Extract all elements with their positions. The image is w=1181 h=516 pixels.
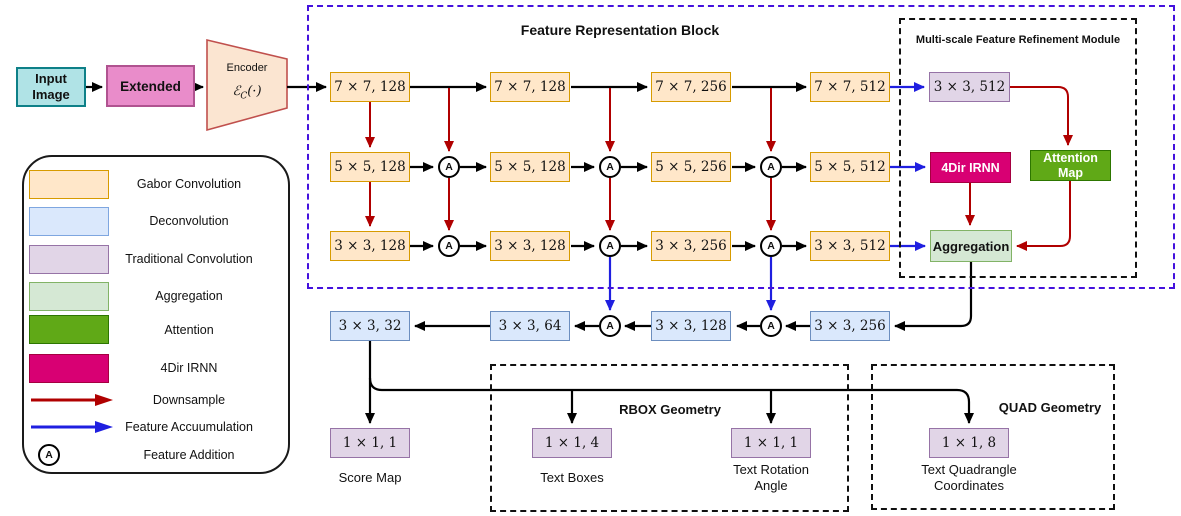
gabor-swatch <box>29 170 109 199</box>
legend-aggregation-label: Aggregation <box>155 289 223 303</box>
text-boxes-conv-box: 1 × 1, 4 <box>532 428 612 458</box>
encoder-trapezoid <box>206 38 288 132</box>
irnn-swatch <box>29 354 109 383</box>
legend: Gabor Convolution Deconvolution Traditio… <box>22 155 290 474</box>
gabor-conv-box: 3 × 3, 512 <box>810 231 890 261</box>
traditional-conv-swatch <box>29 245 109 274</box>
legend-addition-label: Feature Addition <box>143 448 235 462</box>
legend-deconvolution-label: Deconvolution <box>149 214 229 228</box>
feature-addition-node: A <box>438 235 460 257</box>
attention-map-box: Attention Map <box>1030 150 1111 181</box>
quad-geometry-outline <box>871 364 1115 510</box>
feature-addition-node: A <box>760 315 782 337</box>
gabor-conv-box: 5 × 5, 128 <box>490 152 570 182</box>
feature-addition-node: A <box>760 156 782 178</box>
quad-coords-conv-box: 1 × 1, 8 <box>929 428 1009 458</box>
aggregation-box: Aggregation <box>930 230 1012 262</box>
deconv-box: 3 × 3, 32 <box>330 311 410 341</box>
feature-accumulation-arrow-icon <box>31 421 113 433</box>
gabor-conv-box: 7 × 7, 512 <box>810 72 890 102</box>
4dir-irnn-box: 4Dir IRNN <box>930 152 1011 183</box>
gabor-conv-box: 7 × 7, 128 <box>330 72 410 102</box>
legend-accumulation-label: Feature Accuumulation <box>125 420 253 434</box>
deconv-box: 3 × 3, 128 <box>651 311 731 341</box>
gabor-conv-box: 5 × 5, 128 <box>330 152 410 182</box>
black-flow-arrows <box>86 82 974 424</box>
feature-addition-node: A <box>599 235 621 257</box>
gabor-conv-box: 5 × 5, 256 <box>651 152 731 182</box>
legend-gabor-label: Gabor Convolution <box>136 177 242 191</box>
deconv-box: 3 × 3, 256 <box>810 311 890 341</box>
frb-title: Feature Representation Block <box>520 22 720 38</box>
gabor-conv-box: 3 × 3, 128 <box>490 231 570 261</box>
encoder-math-symbol: ℰ <box>232 84 241 99</box>
encoder-math-args: (·) <box>247 84 262 99</box>
feature-accumulation-arrows <box>605 82 926 311</box>
traditional-conv-box: 3 × 3, 512 <box>929 72 1010 102</box>
rbox-geometry-title: RBOX Geometry <box>619 402 721 417</box>
downsample-arrow-icon <box>31 394 113 406</box>
aggregation-swatch <box>29 282 109 311</box>
feature-representation-block-outline <box>307 5 1175 289</box>
feature-addition-node: A <box>599 156 621 178</box>
rotation-angle-label: Text Rotation Angle <box>733 462 809 494</box>
extended-box: Extended <box>106 65 195 107</box>
gabor-conv-box: 3 × 3, 256 <box>651 231 731 261</box>
encoder-math: ℰC(·) <box>212 84 282 102</box>
feature-addition-node: A <box>599 315 621 337</box>
deconvolution-swatch <box>29 207 109 236</box>
legend-attention-label: Attention <box>164 323 214 337</box>
input-image-box: Input Image <box>16 67 86 107</box>
rotation-angle-conv-box: 1 × 1, 1 <box>731 428 811 458</box>
refinement-module-outline <box>899 18 1137 278</box>
gabor-conv-box: 5 × 5, 512 <box>810 152 890 182</box>
gabor-conv-box: 7 × 7, 256 <box>651 72 731 102</box>
quad-geometry-title: QUAD Geometry <box>998 400 1102 415</box>
feature-addition-icon: A <box>38 444 60 466</box>
encoder-label: Encoder <box>226 62 268 74</box>
text-boxes-label: Text Boxes <box>540 470 604 485</box>
attention-swatch <box>29 315 109 344</box>
legend-downsample-label: Downsample <box>152 393 226 407</box>
deconv-box: 3 × 3, 64 <box>490 311 570 341</box>
downsample-arrows <box>365 86 1073 251</box>
refinement-module-title: Multi-scale Feature Refinement Module <box>915 34 1121 46</box>
legend-irnn-label: 4Dir IRNN <box>160 361 218 375</box>
gabor-conv-box: 3 × 3, 128 <box>330 231 410 261</box>
feature-addition-node: A <box>760 235 782 257</box>
feature-addition-node: A <box>438 156 460 178</box>
rbox-geometry-outline <box>490 364 849 512</box>
score-map-label: Score Map <box>338 470 402 485</box>
quad-coords-label: Text Quadrangle Coordinates <box>921 462 1017 494</box>
gabor-conv-box: 7 × 7, 128 <box>490 72 570 102</box>
score-map-conv-box: 1 × 1, 1 <box>330 428 410 458</box>
encoder-math-sub: C <box>240 91 248 102</box>
legend-traditional-label: Traditional Convolution <box>125 252 253 266</box>
